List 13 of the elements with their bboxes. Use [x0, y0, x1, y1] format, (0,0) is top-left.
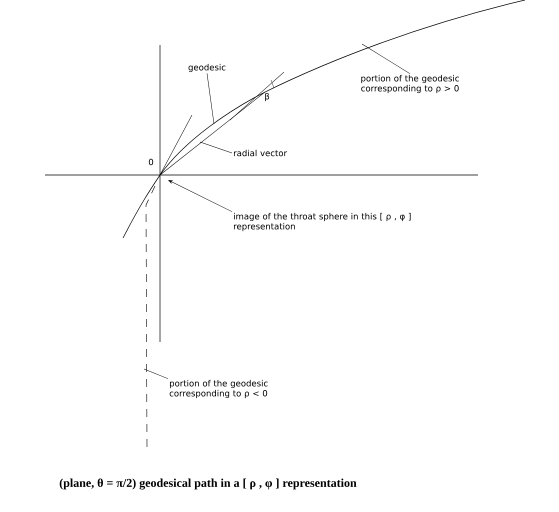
caption: (plane, θ = π/2) geodesical path in a [ ρ , φ ] representation: [60, 478, 356, 490]
callout-text: radial vector: [234, 150, 288, 156]
leader-line: [144, 368, 168, 379]
callout-text: portion of the geodesic corresponding to ρ < 0: [170, 380, 268, 398]
leader-line: [168, 180, 232, 212]
leader-line: [362, 44, 410, 74]
callout-text: geodesic: [188, 64, 226, 72]
axis-label: β: [265, 92, 270, 102]
axis-label: 0: [148, 158, 154, 166]
callout-text: portion of the geodesic corresponding to ρ > 0: [361, 74, 459, 94]
callout-text: image of the throat sphere in this [ ρ , φ ] representation: [234, 212, 411, 232]
leader-line: [206, 73, 214, 124]
leader-line: [200, 142, 232, 154]
